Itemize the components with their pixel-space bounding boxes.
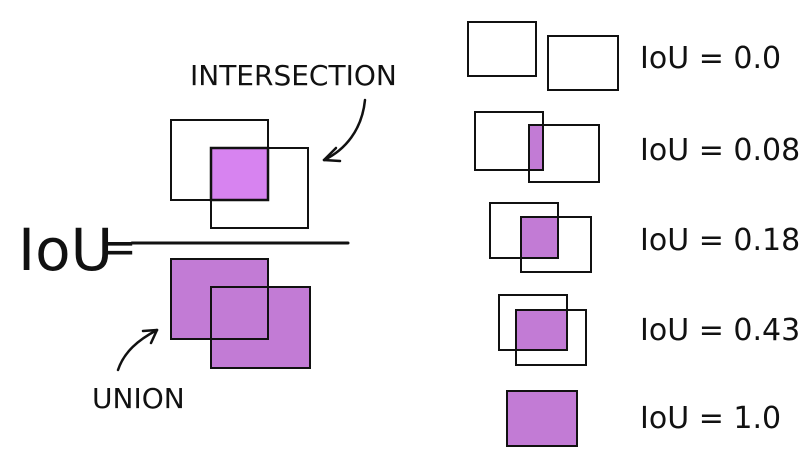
iou-lhs: IoU [18,216,113,284]
example-iou-0-18 [489,202,592,273]
example-label-3: IoU = 0.43 [640,313,800,348]
example-iou-1-0 [506,390,578,447]
union-arrow [116,328,159,372]
example-box-a [467,21,537,77]
intersection-arrowhead [322,146,342,163]
union-box-a [170,258,269,340]
example-label-1: IoU = 0.08 [640,133,800,168]
equals-sign: = [100,222,137,273]
example-overlap [506,390,578,447]
union-region-b [211,287,310,368]
example-label-2: IoU = 0.18 [640,223,800,258]
intersection-label: INTERSECTION [190,59,397,92]
example-overlap [520,216,559,259]
union-box-b [210,286,311,369]
intersection-figure [170,119,309,229]
example-label-4: IoU = 1.0 [640,401,781,436]
example-box-b [547,35,619,91]
example-overlap [515,309,568,351]
example-iou-0-08 [474,111,600,183]
union-arrowhead [141,328,159,345]
union-label: UNION [92,382,185,415]
intersection-arrow [322,98,367,162]
example-overlap [528,124,544,171]
example-iou-0-0 [467,21,619,91]
intersection-region [209,146,270,202]
example-iou-0-43 [498,294,587,366]
example-label-0: IoU = 0.0 [640,41,781,76]
union-figure [170,258,311,369]
